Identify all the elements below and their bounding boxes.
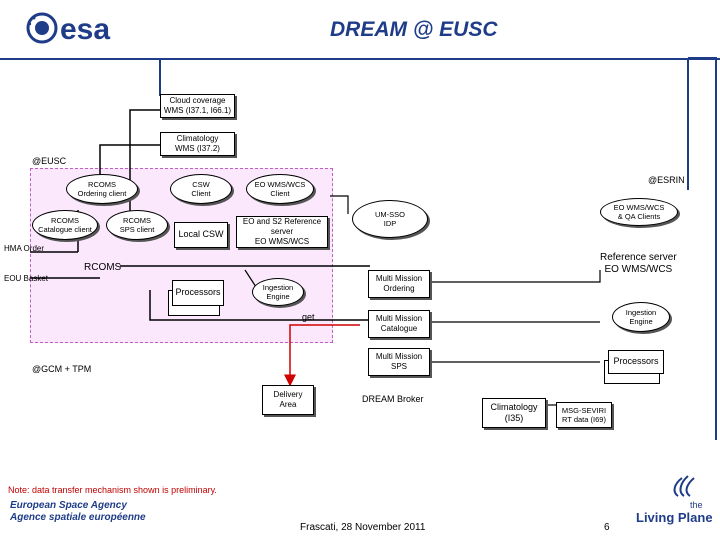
line-ordering-to-climatology: [99, 144, 160, 180]
header-band: [0, 0, 720, 58]
line-eo-client-to-idp: [330, 195, 349, 214]
dream-broker-label: DREAM Broker: [362, 394, 424, 404]
page-title: DREAM @ EUSC: [330, 18, 498, 41]
brand-top-text: the: [690, 500, 703, 510]
agency-en: European Space Agency: [10, 500, 127, 511]
processors-right-box[interactable]: Processors: [608, 350, 664, 374]
rcoms-catalogue-client[interactable]: RCOMS Catalogue client: [32, 210, 98, 240]
agency-block: European Space Agency Agence spatiale eu…: [10, 500, 146, 523]
brand-bottom-text: Living Planet: [636, 510, 712, 525]
gcm-tpm-label: @GCM + TPM: [32, 364, 92, 374]
um-sso-idp[interactable]: UM-SSO IDP: [352, 200, 428, 238]
get-arrow: [284, 324, 360, 387]
esa-logo-mark: [26, 12, 58, 44]
reference-server-label: Reference server EO WMS/WCS: [600, 252, 677, 275]
frame-line: [159, 58, 689, 190]
processors-left-box[interactable]: Processors: [172, 280, 224, 306]
csw-client[interactable]: CSW Client: [170, 174, 232, 204]
living-planet-logo: the Living Planet: [636, 475, 712, 525]
rcoms-sps-client[interactable]: RCOMS SPS client: [106, 210, 168, 240]
ingestion-engine-left[interactable]: Ingestion Engine: [252, 278, 304, 306]
footer-note: Note: data transfer mechanism shown is p…: [8, 485, 217, 495]
climatology-i35-box[interactable]: Climatology (I35): [482, 398, 546, 428]
rcoms-ordering-client[interactable]: RCOMS Ordering client: [66, 174, 138, 204]
esa-logo-text: esa: [60, 13, 110, 46]
header-rule: [0, 58, 720, 60]
eo-s2-reference-server[interactable]: EO and S2 Reference server EO WMS/WCS: [236, 216, 328, 248]
msg-seviri-box[interactable]: MSG-SEVIRI RT data (I69): [556, 402, 612, 428]
esa-logo: esa: [26, 12, 110, 46]
get-label: get: [302, 312, 315, 322]
eo-wms-wcs-client[interactable]: EO WMS/WCS Client: [246, 174, 314, 204]
local-csw-box[interactable]: Local CSW: [174, 222, 228, 248]
page-number: 6: [604, 522, 610, 533]
multi-mission-ordering-box[interactable]: Multi Mission Ordering: [368, 270, 430, 298]
esrin-label: @ESRIN: [648, 175, 685, 185]
line-processors-to-catalogue: [149, 290, 370, 321]
delivery-area-box[interactable]: Delivery Area: [262, 385, 314, 415]
multi-mission-catalogue-box[interactable]: Multi Mission Catalogue: [368, 310, 430, 338]
hma-order-label: HMA Order: [4, 244, 45, 253]
multi-mission-sps-box[interactable]: Multi Mission SPS: [368, 348, 430, 376]
eou-basket-label: EOU Basket: [4, 274, 49, 283]
cloud-coverage-wms-box[interactable]: Cloud coverage WMS (I37.1, I66.1): [160, 94, 235, 118]
rcoms-label: RCOMS: [84, 262, 122, 273]
eusc-label: @EUSC: [32, 156, 67, 166]
ingestion-engine-right[interactable]: Ingestion Engine: [612, 302, 670, 332]
right-border-line: [688, 57, 717, 440]
line-broker-to-reference: [430, 270, 601, 283]
climatology-wms-box[interactable]: Climatology WMS (I37.2): [160, 132, 235, 156]
footer-date: Frascati, 28 November 2011: [300, 522, 426, 533]
living-planet-swirl-icon: [673, 475, 695, 497]
eo-wms-qa-clients[interactable]: EO WMS/WCS & QA Clients: [600, 198, 678, 226]
line-sps-to-cloud: [129, 109, 160, 215]
agency-fr: Agence spatiale européenne: [10, 511, 146, 523]
